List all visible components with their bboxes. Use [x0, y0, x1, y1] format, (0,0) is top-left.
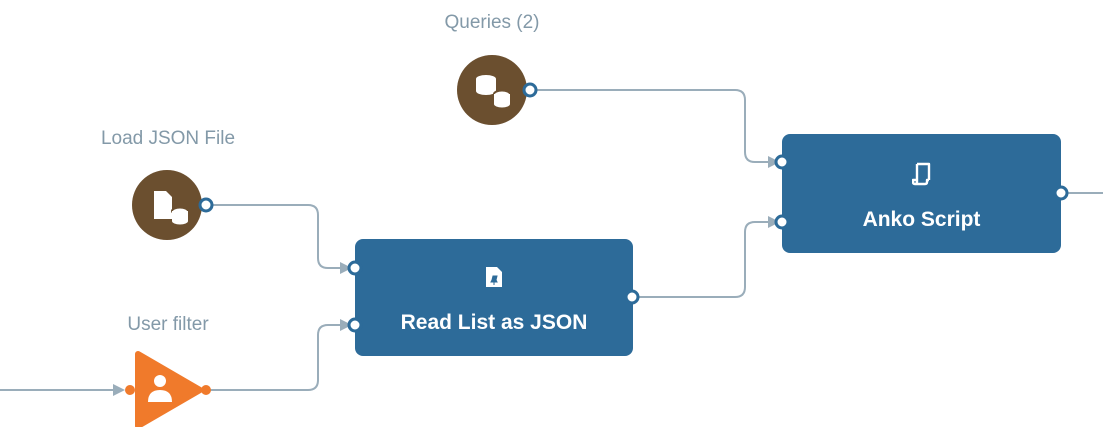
node-title: Read List as JSON [400, 311, 588, 334]
input-port[interactable] [125, 385, 135, 395]
arrowhead [340, 262, 352, 274]
node-label-user-filter: User filter [127, 314, 209, 335]
node-anko-script[interactable]: Anko Script [782, 134, 1061, 253]
node-label-queries: Queries (2) [444, 12, 540, 33]
script-scroll-icon [911, 162, 930, 186]
node-queries[interactable] [457, 55, 538, 125]
user-filter-icon [148, 375, 172, 402]
output-port[interactable] [201, 385, 211, 395]
output-port[interactable] [198, 197, 214, 213]
edge-userfilter-to-readlist [206, 324, 340, 391]
file-pin-icon [486, 267, 502, 287]
node-user-filter[interactable] [125, 351, 211, 427]
output-port[interactable] [522, 82, 538, 98]
arrowhead [113, 384, 125, 396]
file-database-icon [154, 191, 189, 225]
edge-queries-to-anko [530, 89, 768, 163]
node-title: Anko Script [862, 208, 981, 231]
arrowhead [340, 319, 352, 331]
node-load-json-file[interactable] [132, 170, 214, 240]
database-stack-icon [476, 75, 511, 108]
arrowhead [768, 216, 780, 228]
node-label-load-json-file: Load JSON File [100, 128, 236, 149]
arrowhead [768, 156, 780, 168]
edge-readlist-to-anko [630, 221, 768, 298]
node-read-list-as-json[interactable]: Read List as JSON [355, 239, 633, 356]
edge-loadjson-to-readlist [206, 204, 340, 269]
